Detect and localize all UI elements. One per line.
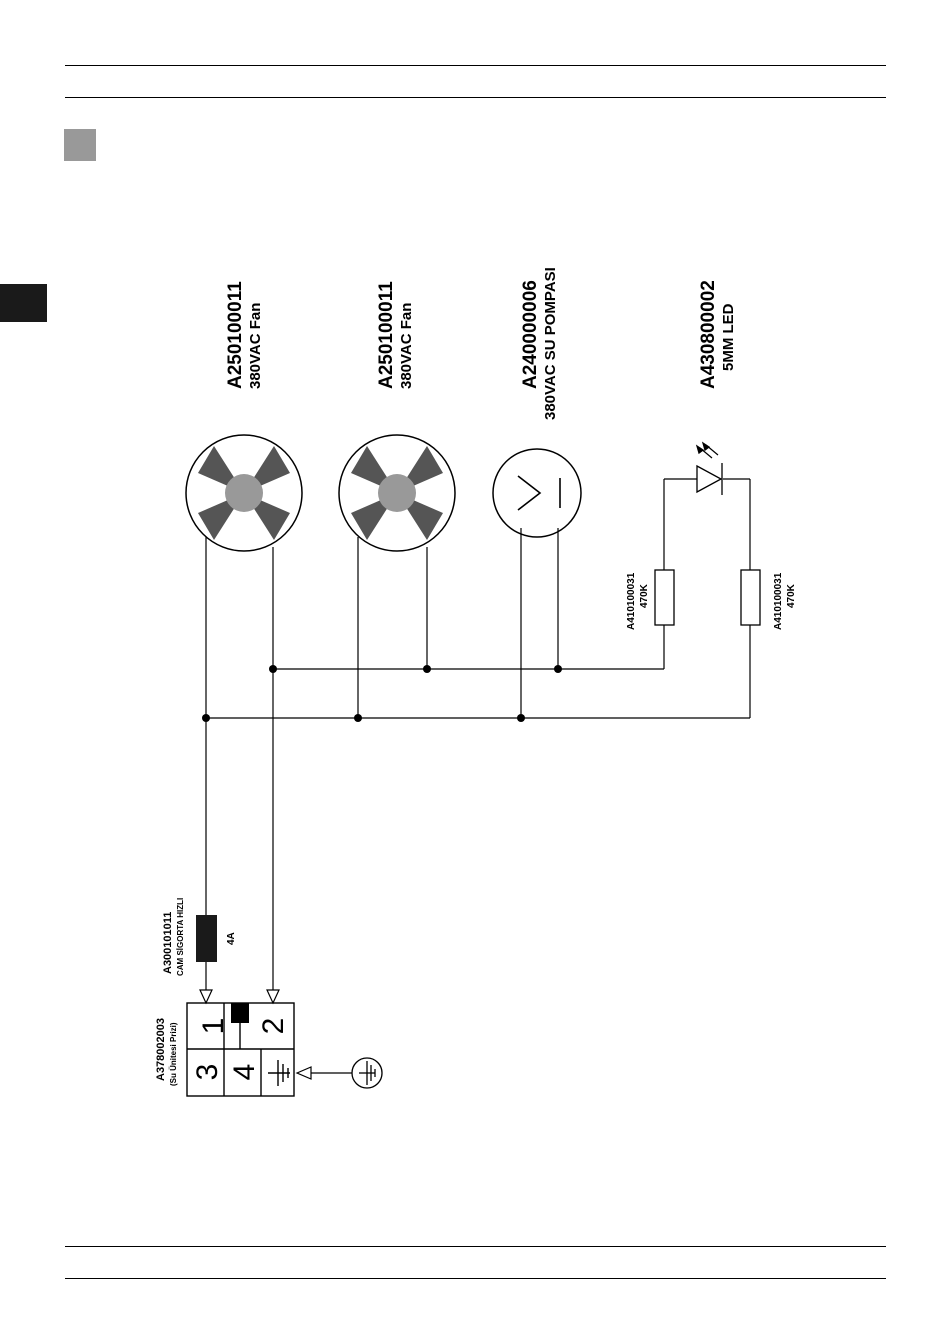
arrow-ground: [297, 1067, 311, 1079]
arrow-pin-2: [267, 990, 279, 1003]
fuse-desc: CAM SİGORTA HIZLI: [176, 898, 185, 976]
socket-pin-3: 3: [191, 1064, 224, 1081]
fan-1-desc: 380VAC Fan: [247, 303, 264, 389]
fan-2-desc: 380VAC Fan: [398, 303, 415, 389]
pump-motor: [493, 449, 581, 537]
resistor-1-code: A410100031: [626, 572, 637, 630]
ground-icon: [352, 1058, 382, 1088]
arrow-pin-1: [200, 990, 212, 1003]
pump-desc: 380VAC SU POMPASI: [542, 267, 559, 420]
fuse: [196, 915, 217, 962]
socket-pin-4: 4: [228, 1064, 261, 1081]
fan-2-code: A250100011: [376, 281, 397, 389]
fuse-code: A300101011: [162, 912, 174, 974]
fan-1: [186, 435, 302, 551]
socket-pin-1: 1: [197, 1018, 230, 1035]
socket-pin-2: 2: [257, 1018, 290, 1035]
socket: [187, 1003, 294, 1096]
led-symbol: [697, 443, 722, 495]
fuse-rating: 4A: [226, 932, 237, 945]
wires: [206, 479, 750, 1073]
resistor-2-code: A410100031: [773, 572, 784, 630]
resistor-1: [655, 570, 674, 625]
led-code: A430800002: [698, 280, 719, 389]
resistor-1-value: 470K: [639, 583, 650, 608]
pump-code: A240000006: [520, 280, 541, 389]
resistor-2: [741, 570, 760, 625]
fan-2: [339, 435, 455, 551]
junctions: [202, 665, 562, 722]
fan-1-code: A250100011: [225, 281, 246, 389]
socket-code: A378002003: [155, 1018, 167, 1081]
resistor-2-value: 470K: [786, 583, 797, 608]
led-desc: 5MM LED: [720, 303, 737, 371]
socket-desc: (Su Ünitesi Prizi): [169, 1022, 178, 1086]
